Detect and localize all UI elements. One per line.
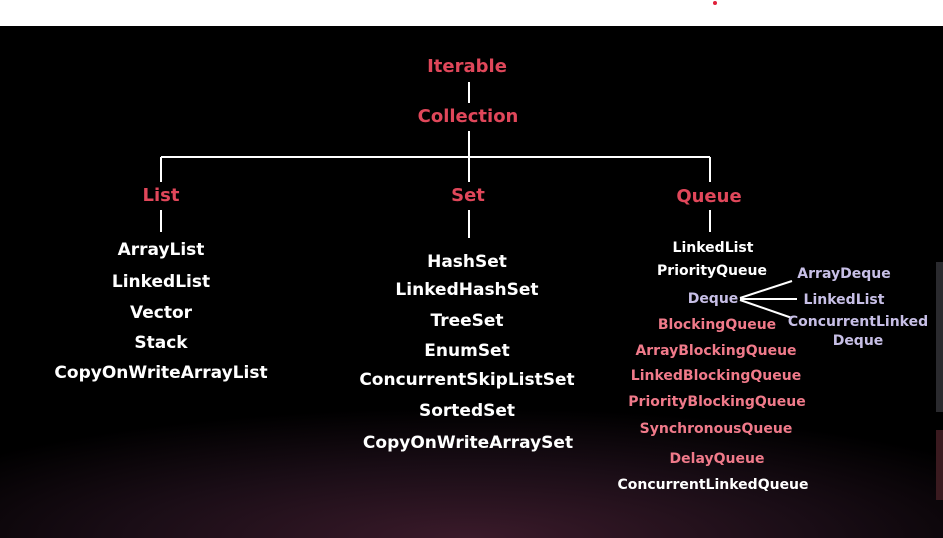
edge-strip-lower — [936, 430, 943, 500]
node-deque: Deque — [687, 291, 739, 307]
blocking-item-arrayblockingqueue: ArrayBlockingQueue — [635, 343, 797, 359]
set-item-sortedset: SortedSet — [418, 401, 516, 421]
indicator-dot — [713, 1, 717, 5]
set-item-enumset: EnumSet — [424, 341, 510, 361]
set-item-copyonwritearrayset: CopyOnWriteArraySet — [362, 433, 574, 453]
list-item-copyonwritearraylist: CopyOnWriteArrayList — [54, 363, 268, 383]
edge-deque-arraydeque — [739, 280, 793, 299]
node-blockingqueue: BlockingQueue — [657, 317, 777, 333]
set-item-linkedhashset: LinkedHashSet — [395, 280, 539, 300]
deque-item-arraydeque: ArrayDeque — [797, 266, 891, 282]
set-item-concurrentskiplistset: ConcurrentSkipListSet — [359, 370, 575, 390]
node-queue: Queue — [676, 186, 742, 207]
node-set: Set — [451, 185, 485, 206]
edge-strip — [936, 262, 943, 412]
queue-item-priorityqueue: PriorityQueue — [657, 263, 767, 279]
queue-item-linkedlist: LinkedList — [672, 240, 754, 256]
set-item-hashset: HashSet — [427, 252, 507, 272]
blocking-item-synchronousqueue: SynchronousQueue — [639, 421, 793, 437]
blocking-item-priorityblockingqueue: PriorityBlockingQueue — [628, 394, 806, 410]
list-item-arraylist: ArrayList — [117, 240, 205, 260]
queue-item-concurrentlinkedqueue: ConcurrentLinkedQueue — [617, 477, 809, 493]
node-list: List — [142, 185, 180, 206]
blocking-item-delayqueue: DelayQueue — [669, 451, 765, 467]
node-iterable: Iterable — [427, 56, 507, 77]
list-item-stack: Stack — [134, 333, 188, 353]
node-collection: Collection — [417, 106, 519, 127]
edge-deque-concurrent — [739, 299, 793, 319]
deque-item-concurrentlinked: ConcurrentLinked — [787, 314, 929, 330]
top-bar — [0, 0, 943, 26]
list-item-vector: Vector — [129, 303, 193, 323]
list-item-linkedlist: LinkedList — [111, 272, 211, 292]
deque-item-linkedlist: LinkedList — [803, 292, 885, 308]
set-item-treeset: TreeSet — [430, 311, 504, 331]
blocking-item-linkedblockingqueue: LinkedBlockingQueue — [630, 368, 802, 384]
deque-item-deque: Deque — [832, 333, 884, 349]
